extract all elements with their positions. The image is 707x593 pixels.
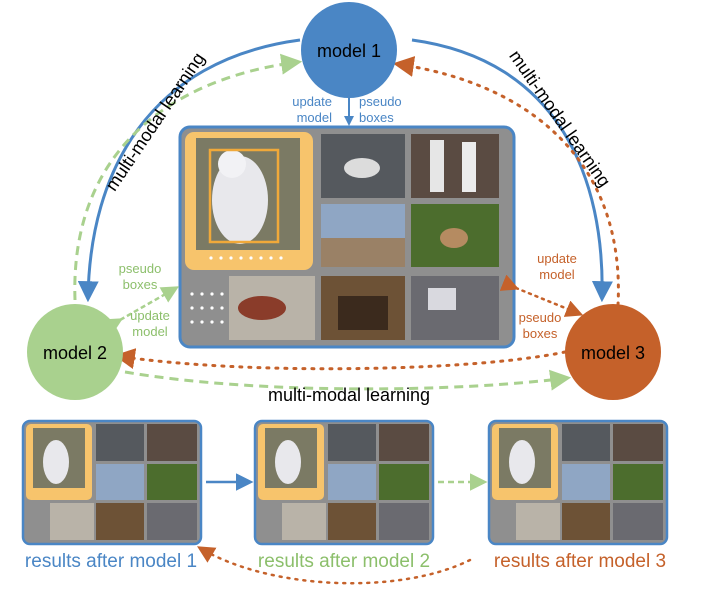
arrow-m3-to-m1 <box>392 56 620 307</box>
model-1-node: model 1 <box>301 2 397 98</box>
m1-update-label-1: update <box>292 94 332 109</box>
m3-pseudo-label-2: boxes <box>523 326 558 341</box>
result-panel-1 <box>21 419 203 546</box>
result-panel-2 <box>253 419 435 546</box>
m2-update-label-1: update <box>130 308 170 323</box>
dots-tile <box>190 292 224 324</box>
m3-update-label-2: model <box>539 267 575 282</box>
model-3-label: model 3 <box>581 343 645 363</box>
arrow-r3-to-r1 <box>196 546 472 585</box>
link-m2-panel-green <box>103 286 180 335</box>
result-panel-3 <box>487 419 669 546</box>
result-caption-2: results after model 2 <box>258 551 430 572</box>
m1-pseudo-label-1: pseudo <box>359 94 402 109</box>
central-image-panel <box>178 125 516 349</box>
m3-pseudo-label-1: pseudo <box>519 310 562 325</box>
arrow-m1-to-m3 <box>411 38 613 303</box>
m1-pseudo-label-2: boxes <box>359 110 394 125</box>
model-2-node: model 2 <box>27 304 123 400</box>
arrow-m2-to-m3 <box>124 369 572 391</box>
link-m3-panel-orange <box>499 274 584 317</box>
m2-update-label-2: model <box>132 324 168 339</box>
dog-image <box>196 138 300 250</box>
arrow-m2-to-m1 <box>73 53 303 301</box>
result-caption-1: results after model 1 <box>25 551 197 572</box>
result-caption-3: results after model 3 <box>494 551 666 572</box>
edge-label-top-right: multi-modal learning <box>505 46 614 190</box>
carousel-dots <box>209 256 283 260</box>
model-3-node: model 3 <box>565 304 661 400</box>
edge-label-bottom: multi-modal learning <box>268 385 430 405</box>
model-2-label: model 2 <box>43 343 107 363</box>
model-1-label: model 1 <box>317 41 381 61</box>
thumb-people-with-cow <box>411 134 499 198</box>
m2-pseudo-label-2: boxes <box>123 277 158 292</box>
m1-update-label-2: model <box>297 110 333 125</box>
m2-pseudo-label-1: pseudo <box>119 261 162 276</box>
arrow-m3-to-m2 <box>113 348 567 371</box>
m3-update-label-1: update <box>537 251 577 266</box>
